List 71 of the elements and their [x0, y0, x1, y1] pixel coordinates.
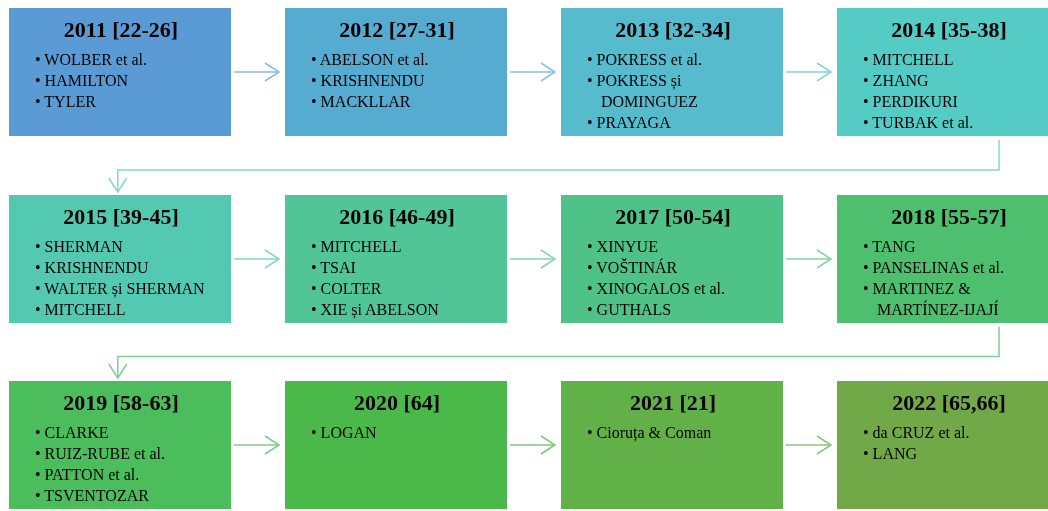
author-name: • RUIZ-RUBE et al. — [35, 444, 167, 464]
arrow — [785, 249, 832, 269]
arrow — [509, 62, 556, 82]
timeline-box — [285, 8, 507, 136]
timeline-box — [285, 381, 507, 509]
timeline-box — [285, 195, 507, 323]
arrow — [785, 62, 832, 82]
author-name: • WALTER și SHERMAN — [35, 279, 206, 299]
author-name: • XIE și ABELSON — [311, 300, 440, 320]
timeline-box — [837, 8, 1048, 136]
author-name: • LANG — [863, 444, 919, 464]
author-name: • Cioruța & Coman — [587, 423, 713, 443]
year-heading: 2018 [55-57] — [891, 203, 1007, 231]
arrow — [509, 249, 556, 269]
author-name: • POKRESS et al. — [587, 50, 703, 70]
author-name: • KRISHNENDU — [311, 71, 426, 91]
author-name: • TSVENTOZAR — [35, 486, 150, 506]
year-heading: 2017 [50-54] — [615, 203, 731, 231]
year-heading: 2014 [35-38] — [891, 16, 1007, 44]
author-name: • VOŠTINÁR — [587, 257, 679, 278]
author-name: • TSAI — [311, 258, 357, 278]
timeline-box — [9, 381, 231, 509]
arrow — [233, 249, 280, 269]
author-name: • KRISHNENDU — [35, 258, 150, 278]
author-name: • WOLBER et al. — [35, 50, 148, 70]
year-heading: 2012 [27-31] — [339, 16, 455, 44]
year-heading: 2019 [58-63] — [63, 389, 179, 417]
author-name: • ABELSON et al. — [311, 50, 430, 70]
author-name: • POKRESS și DOMINGUEZ — [587, 71, 699, 112]
arrow — [785, 435, 832, 455]
author-name: • MITCHELL — [35, 300, 127, 320]
author-name: • XINOGALOS et al. — [587, 279, 727, 299]
author-name: • PATTON et al. — [35, 465, 141, 485]
author-name: • COLTER — [311, 279, 383, 299]
year-heading: 2016 [46-49] — [339, 203, 455, 231]
arrow — [108, 139, 1000, 193]
year-heading: 2020 [64] — [353, 389, 441, 417]
author-name: • CLARKE — [35, 423, 110, 443]
timeline-box — [561, 195, 783, 323]
timeline-box — [561, 8, 783, 136]
arrow — [509, 435, 556, 455]
author-name: • TANG — [863, 237, 917, 257]
arrow — [108, 326, 1000, 379]
author-name: • MARTINEZ & MARTÍNEZ-IJAJÍ — [863, 279, 1000, 320]
year-heading: 2015 [39-45] — [63, 203, 179, 231]
author-name: • PRAYAGA — [587, 113, 672, 133]
year-heading: 2022 [65,66] — [892, 389, 1006, 417]
author-name: • GUTHALS — [587, 300, 673, 320]
year-heading: 2021 [21] — [629, 389, 717, 417]
timeline-box — [9, 8, 231, 136]
year-heading: 2013 [32-34] — [615, 16, 731, 44]
timeline-box — [9, 195, 231, 323]
timeline-box — [837, 195, 1048, 323]
timeline-box — [837, 381, 1048, 509]
arrow — [233, 62, 280, 82]
author-name: • HAMILTON — [35, 71, 130, 91]
author-name: • LOGAN — [311, 423, 378, 443]
author-name: • PANSELINAS et al. — [863, 258, 1005, 278]
author-name: • MITCHELL — [311, 237, 403, 257]
author-name: • ZHANG — [863, 71, 930, 91]
author-name: • SHERMAN — [35, 237, 124, 257]
author-name: • MACKLLAR — [311, 92, 412, 112]
author-name: • TYLER — [35, 92, 97, 112]
timeline-box — [561, 381, 783, 509]
author-name: • XINYUE — [587, 237, 659, 257]
author-name: • PERDIKURI — [863, 92, 959, 112]
author-name: • TURBAK et al. — [863, 113, 975, 133]
author-name: • MITCHELL — [863, 50, 955, 70]
arrow — [233, 435, 280, 455]
year-heading: 2011 [22-26] — [63, 16, 179, 44]
author-name: • da CRUZ et al. — [863, 423, 971, 443]
